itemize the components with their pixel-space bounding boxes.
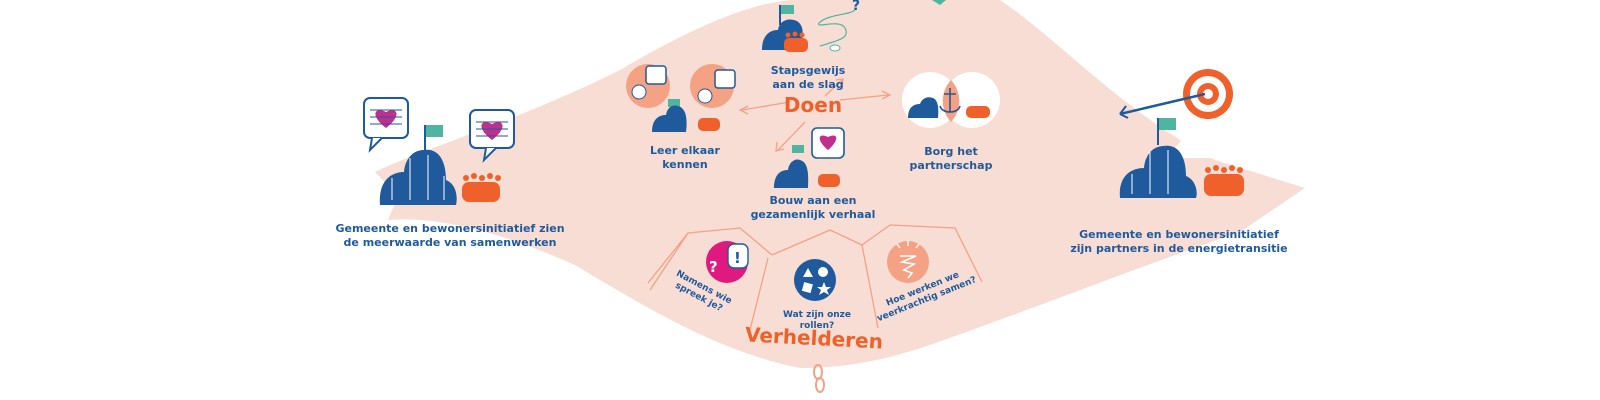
doen-title: Doen [783, 93, 843, 117]
borg-label: Borg het partnerschap [896, 145, 1006, 173]
namens-icon: ? ! [706, 241, 749, 283]
right-goal-line-1: Gemeente en bewonersinitiatief [1079, 228, 1279, 241]
stapsgewijs-label: Stapsgewijs aan de slag [758, 64, 858, 92]
leer-faces-icon [626, 64, 736, 108]
leer-label: Leer elkaar kennen [630, 144, 740, 172]
borg-line-2: partnerschap [909, 159, 993, 172]
stapsgewijs-line-2: aan de slag [772, 78, 844, 91]
process-blob [375, 0, 1305, 368]
left-goal-line-2: de meerwaarde van samenwerken [343, 236, 557, 249]
target-icon [1119, 69, 1233, 119]
bulb-icon [829, 44, 841, 52]
left-goal-line-1: Gemeente en bewonersinitiatief zien [335, 222, 565, 235]
left-townhall-icon [379, 125, 457, 205]
svg-text:?: ? [709, 258, 718, 276]
right-goal-line-2: zijn partners in de energietransitie [1070, 242, 1288, 255]
path-line [817, 9, 856, 47]
rollen-line-1: Wat zijn onze [783, 310, 851, 320]
right-people-icon [1204, 165, 1244, 196]
svg-text:!: ! [734, 249, 741, 267]
rollen-label: Wat zijn onze rollen? [782, 310, 852, 332]
veerkrachtig-icon [887, 241, 929, 283]
rollen-line-2: rollen? [799, 321, 835, 331]
doen-arrows [738, 78, 892, 152]
bouw-line-1: Bouw aan een [769, 194, 857, 207]
verhelderen-segments [647, 224, 983, 331]
leer-townhall-icon [652, 99, 720, 132]
rollen-icon [794, 259, 836, 301]
left-speech-bubble-2-icon [469, 109, 515, 163]
bouw-label: Bouw aan een gezamenlijk verhaal [748, 194, 878, 222]
leer-line-1: Leer elkaar [649, 144, 720, 157]
bouw-icon [774, 127, 845, 188]
left-speech-bubble-icon [363, 97, 409, 153]
small-question-icon: ? [852, 0, 860, 14]
leer-line-2: kennen [662, 158, 708, 171]
chain-icon [813, 364, 825, 393]
right-townhall-icon [1119, 118, 1197, 198]
right-goal-label: Gemeente en bewonersinitiatief zijn part… [1064, 228, 1294, 256]
left-goal-label: Gemeente en bewonersinitiatief zien de m… [330, 222, 570, 250]
borg-venn-icon [902, 72, 1000, 128]
stapsgewijs-line-1: Stapsgewijs [770, 64, 846, 77]
target-beam [1168, 120, 1248, 158]
left-people-icon [462, 173, 501, 202]
bouw-line-2: gezamenlijk verhaal [750, 208, 876, 221]
teal-corner-icon [932, 0, 946, 5]
borg-line-1: Borg het [924, 145, 978, 158]
top-townhall-icon [762, 5, 808, 52]
